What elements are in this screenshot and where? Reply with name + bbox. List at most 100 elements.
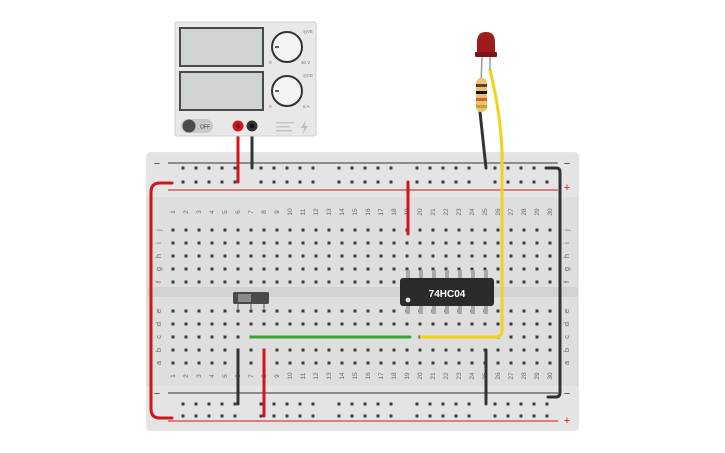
rail-hole[interactable]: [220, 402, 224, 406]
breadboard-hole[interactable]: [223, 361, 227, 365]
rail-hole[interactable]: [441, 180, 445, 184]
breadboard-hole[interactable]: [535, 241, 539, 245]
rail-hole[interactable]: [337, 402, 341, 406]
breadboard-hole[interactable]: [171, 280, 175, 284]
rail-hole[interactable]: [259, 414, 263, 418]
breadboard-hole[interactable]: [522, 322, 526, 326]
breadboard-hole[interactable]: [522, 280, 526, 284]
breadboard-hole[interactable]: [509, 335, 513, 339]
breadboard-hole[interactable]: [535, 322, 539, 326]
breadboard-hole[interactable]: [197, 348, 201, 352]
psu-positive-terminal[interactable]: [232, 120, 244, 132]
rail-hole[interactable]: [337, 180, 341, 184]
rail-hole[interactable]: [272, 414, 276, 418]
breadboard-hole[interactable]: [496, 280, 500, 284]
breadboard-hole[interactable]: [405, 267, 409, 271]
breadboard-hole[interactable]: [288, 254, 292, 258]
breadboard-hole[interactable]: [223, 280, 227, 284]
breadboard-hole[interactable]: [470, 267, 474, 271]
rail-hole[interactable]: [194, 180, 198, 184]
breadboard-hole[interactable]: [379, 267, 383, 271]
breadboard-hole[interactable]: [262, 267, 266, 271]
breadboard-hole[interactable]: [496, 241, 500, 245]
rail-hole[interactable]: [194, 166, 198, 170]
breadboard-hole[interactable]: [522, 309, 526, 313]
rail-hole[interactable]: [311, 180, 315, 184]
breadboard-hole[interactable]: [340, 228, 344, 232]
breadboard-hole[interactable]: [262, 254, 266, 258]
breadboard-hole[interactable]: [223, 228, 227, 232]
breadboard-hole[interactable]: [366, 267, 370, 271]
rail-hole[interactable]: [376, 166, 380, 170]
psu-voltage-knob[interactable]: [271, 31, 303, 63]
breadboard-hole[interactable]: [522, 361, 526, 365]
breadboard-hole[interactable]: [509, 228, 513, 232]
breadboard-hole[interactable]: [548, 361, 552, 365]
breadboard-hole[interactable]: [210, 241, 214, 245]
breadboard-hole[interactable]: [262, 228, 266, 232]
breadboard-hole[interactable]: [197, 254, 201, 258]
breadboard-hole[interactable]: [379, 280, 383, 284]
rail-hole[interactable]: [311, 166, 315, 170]
breadboard-hole[interactable]: [210, 348, 214, 352]
breadboard-hole[interactable]: [509, 254, 513, 258]
breadboard-hole[interactable]: [418, 241, 422, 245]
breadboard-hole[interactable]: [327, 267, 331, 271]
led-cathode-black-wire[interactable]: [478, 110, 488, 170]
black-rail-link-wire[interactable]: [544, 166, 562, 399]
breadboard-hole[interactable]: [223, 309, 227, 313]
breadboard-hole[interactable]: [197, 280, 201, 284]
breadboard-hole[interactable]: [470, 228, 474, 232]
breadboard-hole[interactable]: [249, 254, 253, 258]
breadboard-hole[interactable]: [418, 361, 422, 365]
breadboard-hole[interactable]: [457, 322, 461, 326]
breadboard-hole[interactable]: [366, 322, 370, 326]
rail-hole[interactable]: [428, 166, 432, 170]
breadboard-hole[interactable]: [483, 254, 487, 258]
rail-hole[interactable]: [298, 180, 302, 184]
rail-hole[interactable]: [389, 402, 393, 406]
breadboard-hole[interactable]: [223, 241, 227, 245]
breadboard-hole[interactable]: [522, 348, 526, 352]
breadboard-hole[interactable]: [392, 228, 396, 232]
breadboard-hole[interactable]: [288, 228, 292, 232]
breadboard-hole[interactable]: [353, 241, 357, 245]
breadboard-hole[interactable]: [470, 348, 474, 352]
rail-hole[interactable]: [194, 402, 198, 406]
breadboard-hole[interactable]: [314, 267, 318, 271]
rail-hole[interactable]: [259, 402, 263, 406]
breadboard-hole[interactable]: [249, 241, 253, 245]
rail-hole[interactable]: [376, 402, 380, 406]
rail-hole[interactable]: [376, 180, 380, 184]
breadboard-hole[interactable]: [405, 348, 409, 352]
breadboard-hole[interactable]: [483, 241, 487, 245]
rail-hole[interactable]: [350, 402, 354, 406]
rail-hole[interactable]: [181, 166, 185, 170]
breadboard-hole[interactable]: [405, 241, 409, 245]
rail-hole[interactable]: [467, 166, 471, 170]
rail-hole[interactable]: [454, 414, 458, 418]
rail-hole[interactable]: [259, 166, 263, 170]
rail-hole[interactable]: [493, 414, 497, 418]
rail-hole[interactable]: [181, 414, 185, 418]
rail-hole[interactable]: [285, 166, 289, 170]
breadboard-hole[interactable]: [340, 280, 344, 284]
rail-hole[interactable]: [272, 402, 276, 406]
breadboard-hole[interactable]: [483, 228, 487, 232]
rail-hole[interactable]: [207, 166, 211, 170]
breadboard-hole[interactable]: [509, 348, 513, 352]
rail-hole[interactable]: [545, 402, 549, 406]
rail-hole[interactable]: [545, 414, 549, 418]
red-rail-loop-wire[interactable]: [149, 181, 174, 420]
breadboard-hole[interactable]: [249, 348, 253, 352]
breadboard-hole[interactable]: [327, 361, 331, 365]
breadboard-hole[interactable]: [275, 241, 279, 245]
breadboard-hole[interactable]: [197, 267, 201, 271]
rail-hole[interactable]: [181, 180, 185, 184]
breadboard-hole[interactable]: [353, 361, 357, 365]
breadboard-hole[interactable]: [171, 361, 175, 365]
breadboard-hole[interactable]: [353, 254, 357, 258]
rail-hole[interactable]: [350, 414, 354, 418]
breadboard-hole[interactable]: [444, 254, 448, 258]
rail-hole[interactable]: [363, 402, 367, 406]
